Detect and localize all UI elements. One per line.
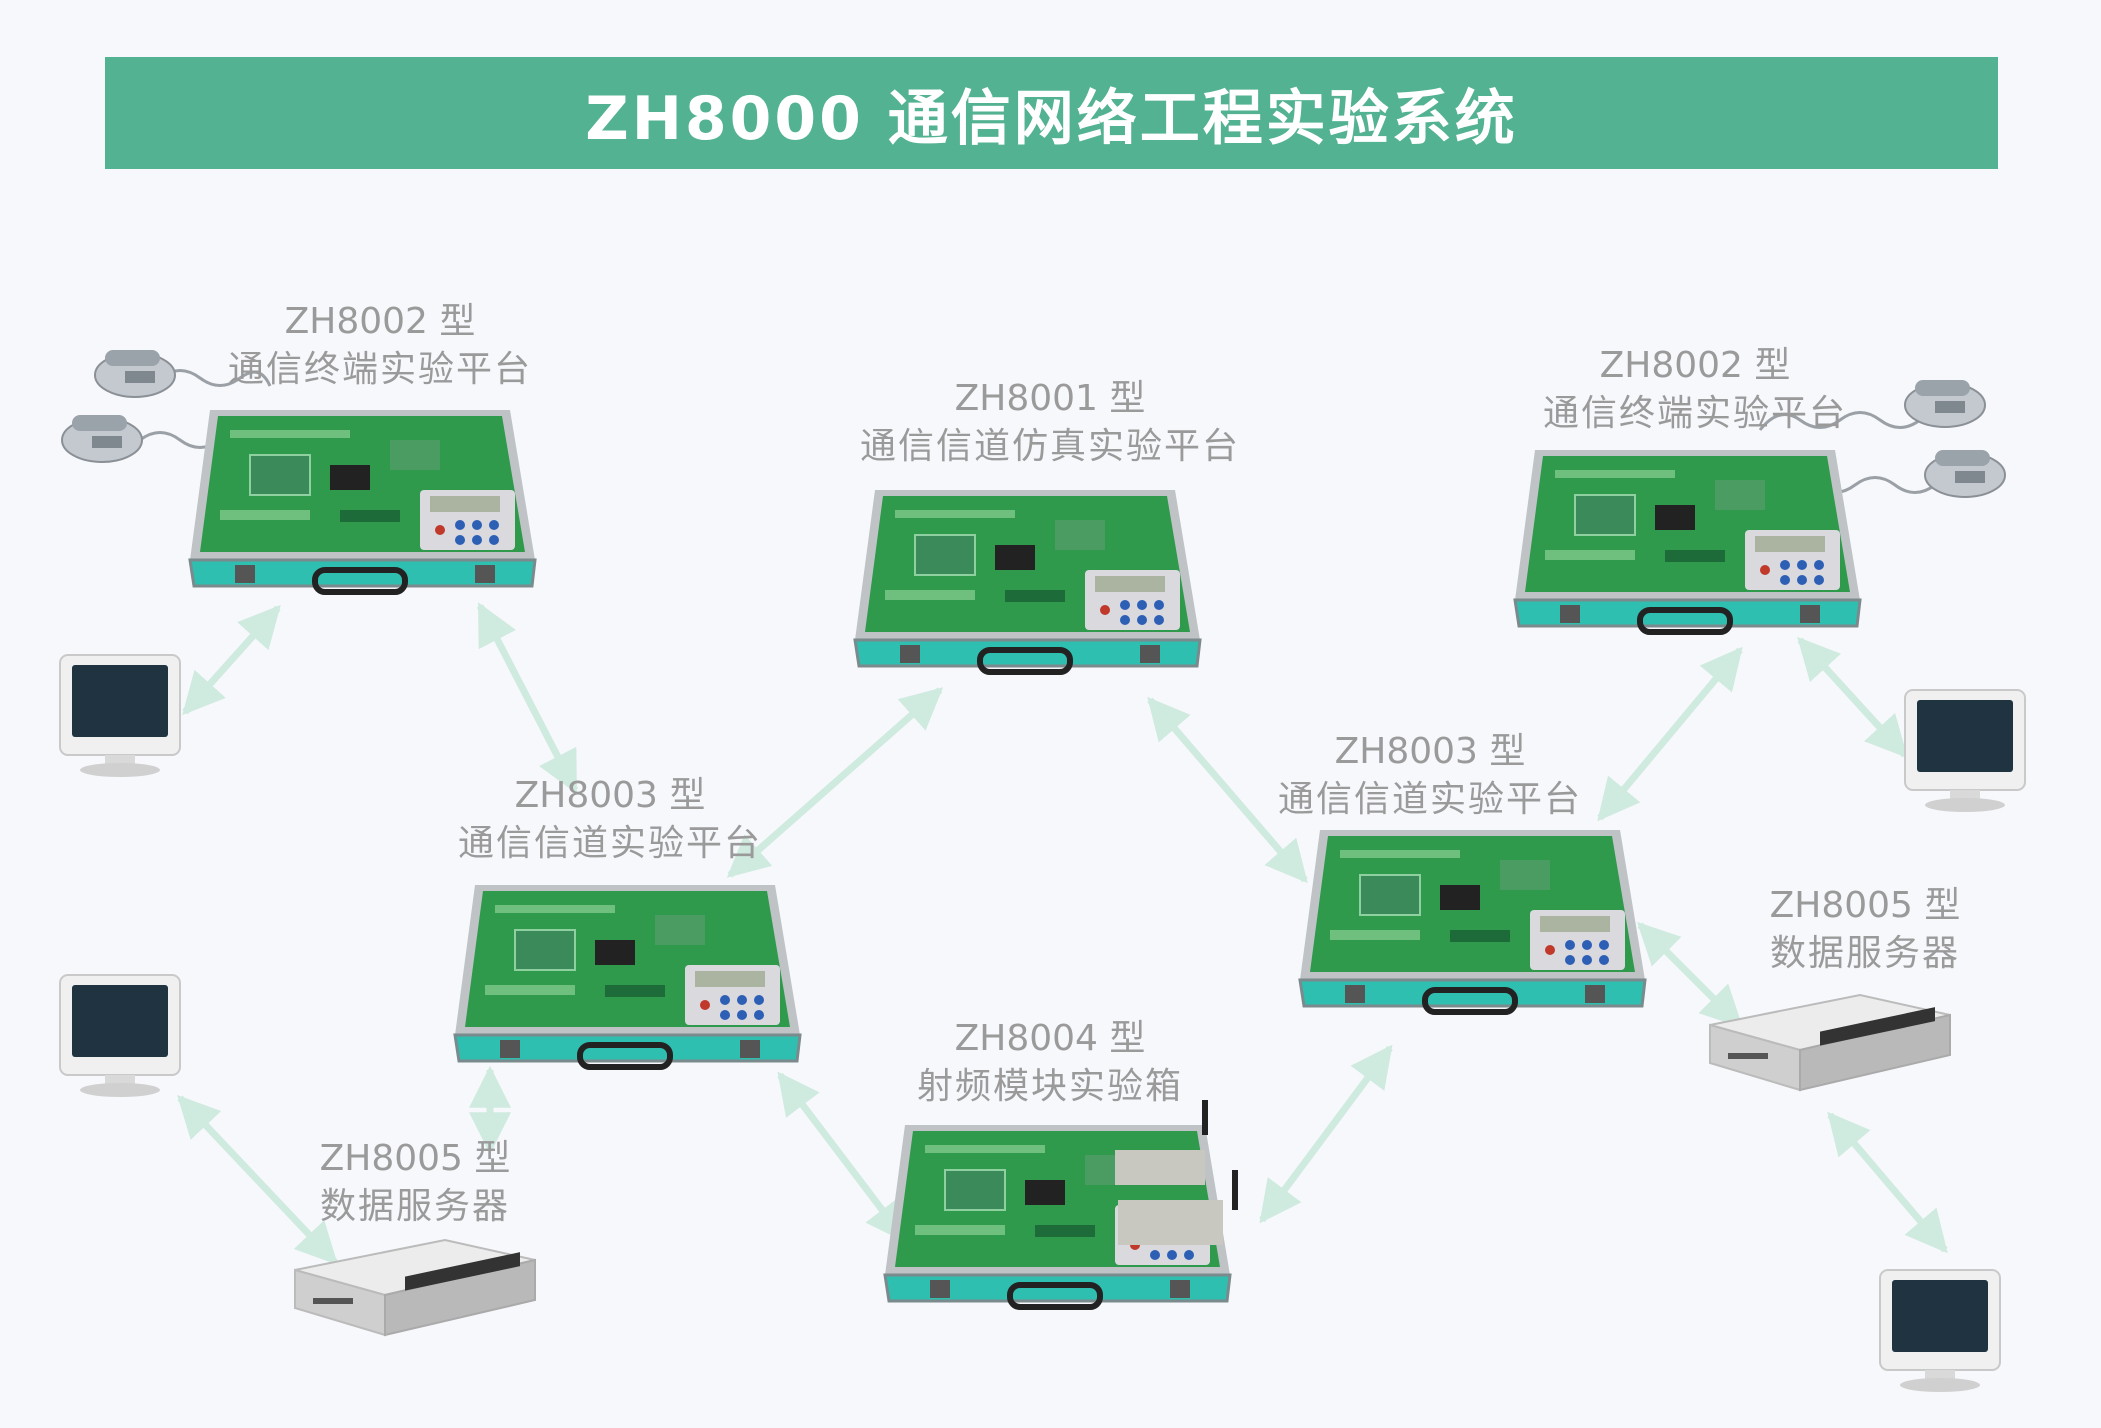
unit-name-label: 数据服务器: [1740, 930, 1990, 978]
arrow-server-right-monitor: [1830, 1115, 1945, 1250]
telephone-icon: [1905, 380, 1985, 427]
label-rf-box: ZH8004 型 射频模块实验箱: [880, 1015, 1220, 1111]
label-terminal-right: ZH8002 型 通信终端实验平台: [1515, 342, 1875, 438]
crt-monitor-icon: [60, 655, 180, 777]
kit-channel-sim-icon: [855, 490, 1200, 672]
crt-monitor-icon: [60, 975, 180, 1097]
rf-antenna-icon: [1115, 1100, 1235, 1245]
label-channel-left: ZH8003 型 通信信道实验平台: [430, 772, 790, 868]
telephone-icon: [62, 415, 142, 462]
kit-terminal-left-icon: [190, 410, 535, 592]
label-channel-right: ZH8003 型 通信信道实验平台: [1250, 728, 1610, 824]
arrow-terminal-left-monitor: [185, 608, 278, 712]
data-server-box-icon: [1710, 995, 1950, 1090]
crt-monitor-icon: [1880, 1270, 2000, 1392]
unit-name-label: 通信信道实验平台: [1250, 776, 1610, 824]
unit-name-label: 数据服务器: [290, 1183, 540, 1231]
model-label: ZH8003 型: [430, 772, 790, 820]
model-label: ZH8004 型: [880, 1015, 1220, 1063]
arrow-terminal-right-channel-right: [1600, 650, 1740, 818]
label-server-left: ZH8005 型 数据服务器: [290, 1135, 540, 1231]
model-label: ZH8005 型: [290, 1135, 540, 1183]
crt-monitor-icon: [1905, 690, 2025, 812]
unit-name-label: 通信终端实验平台: [200, 346, 560, 394]
model-label: ZH8005 型: [1740, 882, 1990, 930]
arrow-terminal-right-monitor: [1800, 640, 1905, 755]
kit-channel-right-icon: [1300, 830, 1645, 1012]
unit-name-label: 射频模块实验箱: [880, 1063, 1220, 1111]
unit-name-label: 通信信道实验平台: [430, 820, 790, 868]
unit-name-label: 通信信道仿真实验平台: [830, 423, 1270, 471]
kit-terminal-right-icon: [1515, 450, 1860, 632]
label-channel-sim: ZH8001 型 通信信道仿真实验平台: [830, 375, 1270, 471]
unit-name-label: 通信终端实验平台: [1515, 390, 1875, 438]
model-label: ZH8002 型: [1515, 342, 1875, 390]
telephone-icon: [95, 350, 175, 397]
model-label: ZH8002 型: [200, 298, 560, 346]
telephone-icon: [1925, 450, 2005, 497]
arrow-channel-right-rf-box: [1262, 1048, 1390, 1220]
label-server-right: ZH8005 型 数据服务器: [1740, 882, 1990, 978]
arrow-channel-right-server-right: [1640, 925, 1740, 1025]
label-terminal-left: ZH8002 型 通信终端实验平台: [200, 298, 560, 394]
arrow-terminal-left-channel-left: [480, 606, 575, 790]
kit-channel-left-icon: [455, 885, 800, 1067]
model-label: ZH8001 型: [830, 375, 1270, 423]
model-label: ZH8003 型: [1250, 728, 1610, 776]
